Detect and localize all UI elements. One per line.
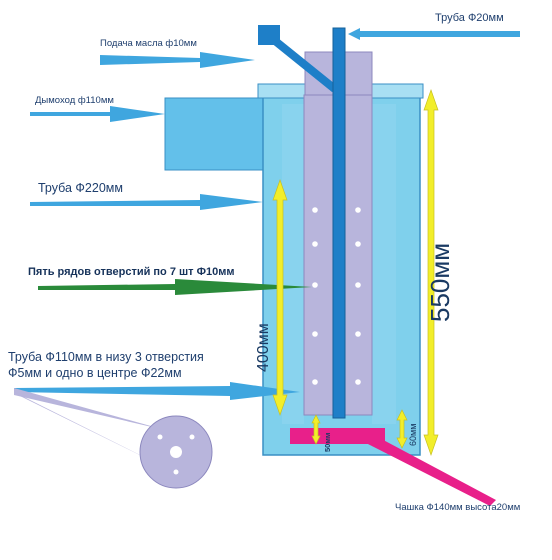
holes-arrow xyxy=(38,279,312,295)
center-pipe xyxy=(332,27,346,419)
holes-label: Пять рядов отверстий по 7 шт Ф10мм xyxy=(28,266,235,278)
cup-label: Чашка Ф140мм высота20мм xyxy=(395,502,521,513)
hole xyxy=(312,379,318,385)
oil-feed-arrow xyxy=(100,52,255,68)
oil-feed-pipe xyxy=(270,38,340,92)
dim-550-arrow xyxy=(423,88,439,457)
dim-60-arrow xyxy=(396,409,408,449)
dim-50-arrow xyxy=(311,414,321,445)
pipe110-arrow xyxy=(14,382,300,400)
inner-wall-left xyxy=(282,104,304,424)
hole xyxy=(312,207,318,213)
pipe110-label-line2: Ф5мм и одно в центре Ф22мм xyxy=(8,366,182,380)
disc-hole xyxy=(157,434,163,440)
oil-feed-label: Подача масла ф10мм xyxy=(100,38,197,49)
hole xyxy=(355,331,361,337)
hole xyxy=(312,331,318,337)
pipe220-arrow xyxy=(30,194,263,210)
disc-wedge-bottom xyxy=(14,392,170,470)
disc-hole xyxy=(173,469,179,475)
hole xyxy=(355,207,361,213)
inner-wall-right xyxy=(372,104,396,424)
chimney-box xyxy=(164,97,266,171)
disc-wedge-top xyxy=(14,388,165,430)
pipe220-label: Труба Ф220мм xyxy=(38,181,123,195)
pipe110-label-line1: Труба Ф110мм в низу 3 отверстия xyxy=(8,350,204,364)
hole xyxy=(312,241,318,247)
cup-arrow xyxy=(360,434,496,506)
holes-group xyxy=(312,207,361,385)
hole xyxy=(355,282,361,288)
pipe20-arrow xyxy=(348,28,520,40)
disc-hole-center xyxy=(170,446,182,458)
dim-50-label: 50мм xyxy=(323,432,332,452)
pipe20-label: Труба Ф20мм xyxy=(435,12,504,24)
chimney-label: Дымоход ф110мм xyxy=(35,95,114,106)
hole xyxy=(312,282,318,288)
hole xyxy=(355,241,361,247)
chimney-arrow xyxy=(30,106,165,122)
hole xyxy=(355,379,361,385)
dim-400-label: 400мм xyxy=(255,323,272,372)
dim-60-label: 60мм xyxy=(408,423,418,446)
disc-hole xyxy=(189,434,195,440)
dim-550-label: 550мм xyxy=(425,242,455,322)
dim-400-arrow xyxy=(272,178,288,417)
